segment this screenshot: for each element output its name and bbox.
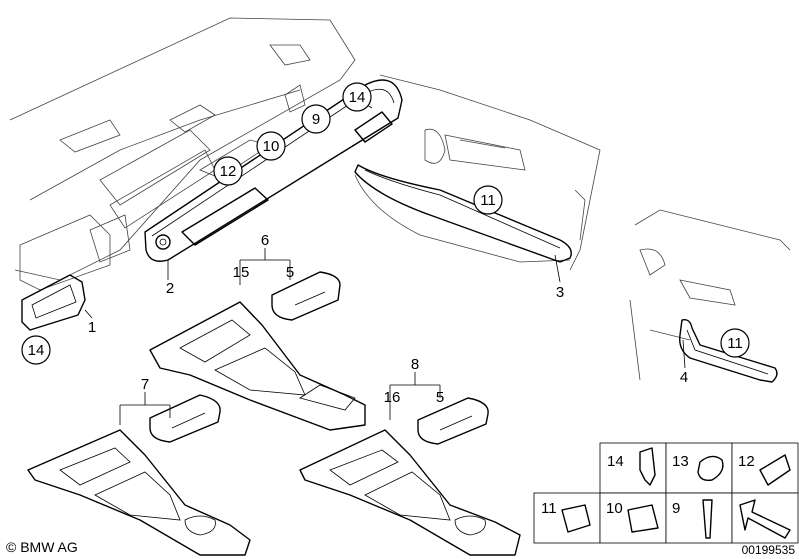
callout-11-right: 11 bbox=[720, 328, 750, 358]
cap-13-icon bbox=[697, 455, 724, 482]
label-3: 3 bbox=[556, 284, 564, 301]
small-parts-grid: 14 13 12 11 10 9 bbox=[533, 442, 799, 544]
grid-label-9: 9 bbox=[672, 500, 680, 517]
group-brackets bbox=[119, 248, 441, 425]
callout-11-right-text: 11 bbox=[727, 335, 743, 352]
callout-9: 9 bbox=[301, 104, 331, 134]
part-3-door-trim bbox=[354, 164, 572, 263]
arrow-symbol-icon bbox=[739, 499, 791, 539]
callout-14-top: 14 bbox=[342, 82, 372, 112]
callout-14-left: 14 bbox=[21, 335, 51, 365]
label-6: 6 bbox=[261, 232, 269, 249]
clip-10-icon bbox=[627, 504, 659, 533]
callout-9-text: 9 bbox=[312, 111, 320, 128]
label-15: 15 bbox=[233, 264, 250, 281]
grid-label-10: 10 bbox=[606, 500, 623, 517]
grid-label-12: 12 bbox=[738, 453, 755, 470]
drawing-number: 00199535 bbox=[742, 543, 796, 557]
grid-label-14: 14 bbox=[607, 453, 624, 470]
part-4-right-door-trim bbox=[679, 318, 778, 383]
label-5-top: 5 bbox=[286, 264, 294, 281]
grid-label-13: 13 bbox=[672, 453, 689, 470]
part-5-top-cover bbox=[271, 271, 341, 321]
part-7-cover bbox=[149, 394, 221, 443]
dashboard-outline bbox=[9, 17, 356, 291]
part-1-left-trim bbox=[21, 274, 86, 331]
callout-10: 10 bbox=[256, 131, 286, 161]
part-15-center-console-trim bbox=[149, 301, 366, 431]
clip-11-icon bbox=[561, 504, 591, 533]
label-2: 2 bbox=[166, 280, 174, 297]
brand-footer: © BMW AG bbox=[6, 539, 78, 555]
callout-10-text: 10 bbox=[263, 138, 280, 155]
clip-12-icon bbox=[759, 454, 791, 486]
callout-12-text: 12 bbox=[220, 163, 237, 180]
right-door-panel-outline bbox=[629, 209, 791, 381]
pin-9-icon bbox=[702, 499, 713, 539]
part-16-lower-right-console bbox=[299, 429, 521, 556]
callout-11-door-text: 11 bbox=[480, 192, 496, 209]
door-panel-outline bbox=[354, 74, 601, 271]
callout-12: 12 bbox=[213, 156, 243, 186]
label-7: 7 bbox=[141, 376, 149, 393]
label-8: 8 bbox=[411, 356, 419, 373]
part-7-lower-left-console bbox=[27, 429, 251, 556]
label-5-lower: 5 bbox=[436, 389, 444, 406]
label-16: 16 bbox=[384, 389, 401, 406]
callout-11-door: 11 bbox=[473, 185, 503, 215]
label-4: 4 bbox=[680, 369, 688, 386]
clip-14-icon bbox=[639, 447, 656, 486]
grid-label-11: 11 bbox=[541, 500, 557, 517]
part-5-lower-cover bbox=[417, 397, 489, 445]
leader-lines bbox=[84, 101, 686, 369]
label-1: 1 bbox=[88, 319, 96, 336]
callout-14-top-text: 14 bbox=[349, 89, 366, 106]
callout-14-left-text: 14 bbox=[28, 342, 45, 359]
